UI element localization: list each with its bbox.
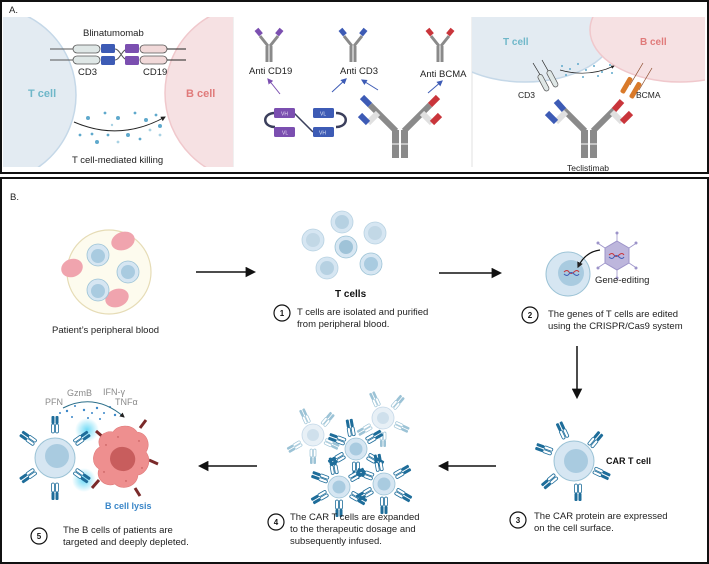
step-5-text-line2: targeted and deeply depleted. [63,537,189,548]
step-3-text-line1: The CAR protein are expressed [534,511,668,522]
b-cell-shape [164,17,233,167]
teclistamab-panel [472,17,705,83]
step-5-text-line1: The B cells of patients are [63,525,173,536]
arrow-to-anti-cd3 [331,78,347,93]
panel-a-label: A. [9,5,18,16]
arrow-to-anti-bcma [427,80,443,94]
cytokine-gzmb: GzmB [67,388,92,398]
panel-b-label: B. [10,192,19,203]
step-4-badge: 4 [267,513,285,531]
blinatumomab-label: Blinatumomab [83,28,144,39]
killing-label: T cell-mediated killing [72,155,163,166]
step-4-text-line1: The CAR T cells are expanded [290,512,420,523]
crispr-vector-icon [596,231,638,280]
t-cells-title: T cells [335,289,367,300]
cytokine-tnf-alpha: TNFα [115,397,138,407]
car-t-cell-title: CAR T cell [606,456,651,466]
step-1-text-line2: from peripheral blood. [297,319,389,330]
step-5-badge: 5 [30,527,48,545]
b-cell-label-2: B cell [640,37,667,48]
cytokine-ifn-gamma: IFN-γ [103,387,125,397]
step-3-badge: 3 [509,511,527,529]
step-2-badge: 2 [521,306,539,324]
step-3-number: 3 [516,516,521,525]
cd3-label-2: CD3 [518,90,535,100]
anti-cd3-antibody [338,27,368,64]
car-t-cell [534,420,612,502]
killing-arrow-2 [559,65,615,74]
teclistimab-label: Teclistimab [567,163,609,173]
step-1-badge: 1 [273,304,291,322]
arrow-to-anti-cd19 [267,78,281,95]
arrow-to-anti-cd3-2 [360,79,379,91]
cd3-label: CD3 [78,67,97,78]
step-2-text-line2: using the CRISPR/Cas9 system [548,321,683,332]
t-cells-cluster [301,210,387,280]
cytotoxic-granules [78,111,162,144]
cytokine-release [59,401,125,420]
anti-cd19-label: Anti CD19 [249,66,292,77]
bcma-label: BCMA [636,90,661,100]
gene-editing-label: Gene-editing [595,275,649,286]
vl-label: VL [282,131,288,137]
anti-bcma-label: Anti BCMA [420,69,467,80]
blinatumomab-molecule [50,44,186,65]
teclistamab-molecule [532,59,653,158]
vh-label: VH [281,112,288,118]
cytotoxic-granules-2 [561,63,613,78]
step-1-text-line1: T cells are isolated and purified [297,307,428,318]
step-4-text-line3: subsequently infused. [290,536,382,547]
b-cell-label: B cell [186,88,215,100]
step-2-text-line1: The genes of T cells are edited [548,309,678,320]
step-2-number: 2 [528,311,533,320]
anti-cd3-label: Anti CD3 [340,66,378,77]
step-4-number: 4 [274,518,279,527]
step-4-text-line2: to the therapeutic dosage and [290,524,416,535]
t-cell-label: T cell [28,88,56,100]
peripheral-blood-sample [61,229,152,315]
step-3-text-line2: on the cell surface. [534,523,614,534]
bispecific-igg [357,94,443,158]
blinatumomab-panel [3,17,233,167]
b-cell-lysis-label: B cell lysis [105,501,152,511]
vh-label-2: VH [319,131,326,137]
b-cell-shape-2 [589,17,705,83]
expanded-car-t-cells [286,390,413,518]
editing-arrow [577,249,601,269]
step-1-number: 1 [280,309,285,318]
t-cell-label-2: T cell [503,37,529,48]
bispecific-scfv: VH VL VL VH [264,108,347,137]
vl-label-2: VL [320,112,326,118]
killing-arrow [73,116,166,132]
anti-cd19-antibody [254,27,284,64]
b-cell-lysis-illustration [18,415,159,501]
blood-caption: Patient’s peripheral blood [52,325,159,336]
step-5-number: 5 [37,532,42,541]
t-cell-shape [3,17,77,167]
cd19-label: CD19 [143,67,167,78]
cytokine-pfn: PFN [45,397,63,407]
anti-bcma-antibody [425,27,455,64]
